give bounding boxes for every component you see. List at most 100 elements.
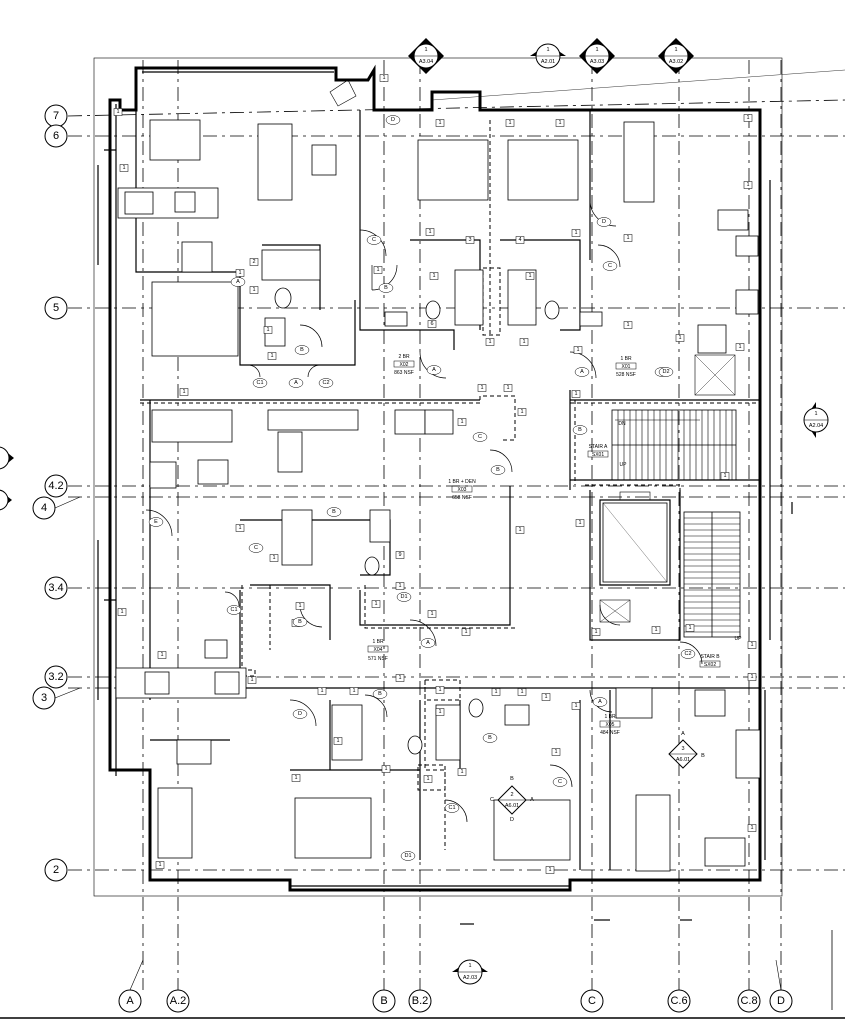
sofa <box>623 121 655 203</box>
door-tag-label: D <box>391 117 395 123</box>
toilet <box>544 300 560 320</box>
svg-text:B: B <box>701 753 705 759</box>
partition-tag <box>551 748 561 756</box>
bathtub <box>261 249 321 281</box>
svg-text:X01: X01 <box>622 364 631 370</box>
toilet <box>468 698 484 718</box>
door-tag <box>658 367 674 377</box>
svg-text:B.2: B.2 <box>412 995 429 1007</box>
door-tag <box>472 432 488 442</box>
partition-tag-label: 6 <box>430 321 433 327</box>
door-tag-label: B <box>488 735 492 741</box>
stair-a <box>611 409 737 481</box>
partition-tag <box>119 164 129 172</box>
partition-tag-label: 3 <box>468 237 471 243</box>
partition-tag-label: 1 <box>738 344 741 350</box>
svg-text:A.2: A.2 <box>170 995 187 1007</box>
partition-tag-label: 1 <box>746 115 749 121</box>
svg-text:1: 1 <box>468 963 471 969</box>
partition-tag-label: 1 <box>750 825 753 831</box>
partition-tag-label: 1 <box>750 642 753 648</box>
partition-tag-label: 1 <box>506 385 509 391</box>
door-tag <box>226 605 242 615</box>
partition-tag-label: 2 <box>252 259 255 265</box>
partition-tag <box>685 624 695 632</box>
partition-tag-label: 1 <box>522 339 525 345</box>
partition-tag <box>295 602 305 610</box>
chair <box>615 687 653 719</box>
partition-tag <box>747 673 757 681</box>
partition-tag-label: 1 <box>270 353 273 359</box>
unit-label-x04: 1 BR X04 571 NSF <box>367 639 389 662</box>
partition-tag-label: 1 <box>182 389 185 395</box>
section-marker-a2-04: 1 A2.04 <box>803 402 829 438</box>
door-tag-label: C1 <box>230 607 237 613</box>
partition-tag <box>623 234 633 242</box>
partition-tag <box>429 272 439 280</box>
partition-tag-label: 1 <box>558 120 561 126</box>
partition-tag-label: 1 <box>626 322 629 328</box>
partition-tag <box>247 676 257 684</box>
partition-tag-label: 1 <box>374 601 377 607</box>
partition-tag-label: 1 <box>160 652 163 658</box>
door-tag <box>426 365 442 375</box>
door-tag-label: C1 <box>448 805 455 811</box>
partition-tag-label: 1 <box>122 165 125 171</box>
svg-text:SX01: SX01 <box>592 452 604 458</box>
partition-tag <box>747 824 757 832</box>
partition-tag <box>155 861 165 869</box>
partition-tag-label: 1 <box>576 347 579 353</box>
toilet <box>407 735 423 755</box>
door-tag-label: A <box>426 640 430 646</box>
partition-tag <box>263 326 273 334</box>
counter <box>735 729 761 779</box>
svg-text:C: C <box>588 995 596 1007</box>
svg-text:528 NSF: 528 NSF <box>616 372 636 378</box>
section-marker-left-cut <box>0 446 14 511</box>
door-tag-label: D <box>298 711 302 717</box>
partition-tag-label: 9 <box>398 552 401 558</box>
svg-text:D: D <box>510 817 514 823</box>
island <box>277 431 303 473</box>
svg-text:SX02: SX02 <box>704 662 716 668</box>
door-tag <box>326 507 342 517</box>
door-tag-label: C2 <box>322 380 329 386</box>
partition-tag-label: 1 <box>298 603 301 609</box>
partition-tag <box>333 737 343 745</box>
partition-tag-label: 1 <box>320 688 323 694</box>
door-tag <box>318 378 334 388</box>
partition-tag-label: 1 <box>520 689 523 695</box>
partition-tag-label: 1 <box>460 419 463 425</box>
svg-text:UP: UP <box>620 462 628 468</box>
svg-text:1 BR + DEN: 1 BR + DEN <box>448 479 476 485</box>
door-tag <box>148 517 164 527</box>
partition-tag <box>465 236 475 244</box>
svg-text:1: 1 <box>424 47 427 53</box>
partition-tag <box>555 119 565 127</box>
door-tag-label: C1 <box>256 380 263 386</box>
door-tag <box>288 378 304 388</box>
bathtub <box>281 509 313 566</box>
partition-tag-label: 1 <box>494 689 497 695</box>
svg-text:A: A <box>530 797 534 803</box>
dining-table <box>704 837 746 867</box>
svg-text:B: B <box>510 776 514 782</box>
chair <box>181 241 213 273</box>
partition-tag <box>249 286 259 294</box>
door-tag-label: B <box>300 347 304 353</box>
bed <box>151 281 239 357</box>
svg-text:C.6: C.6 <box>670 995 687 1007</box>
partition-tag <box>571 390 581 398</box>
partition-tag <box>720 472 730 480</box>
partition-tag <box>623 321 633 329</box>
partition-tag <box>477 384 487 392</box>
svg-text:2: 2 <box>53 864 59 876</box>
partition-tag-label: 1 <box>294 775 297 781</box>
door-tag-label: B <box>378 691 382 697</box>
partition-tag <box>515 236 525 244</box>
partition-tag <box>435 708 445 716</box>
partition-tag-label: 1 <box>398 583 401 589</box>
door-tag-label: C2 <box>684 651 691 657</box>
